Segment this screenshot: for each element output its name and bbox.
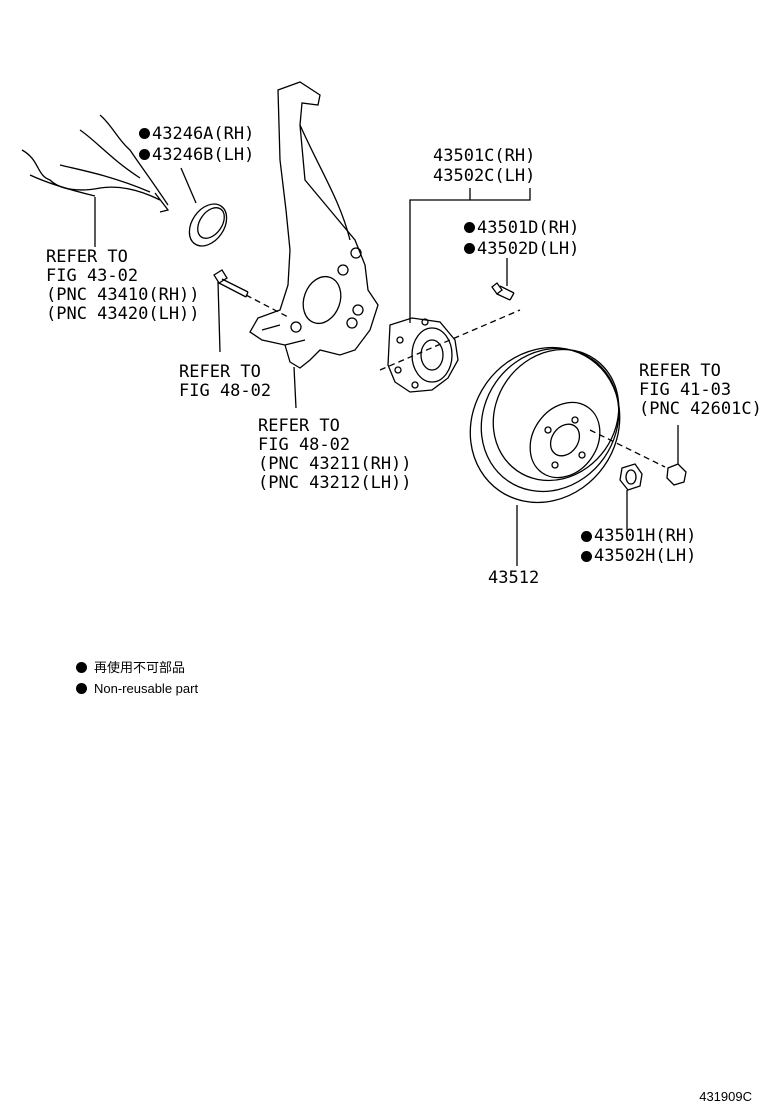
non-reusable-mark <box>581 551 592 562</box>
bolt-ref-line2: FIG 48-02 <box>179 381 272 401</box>
nut-ref-line1: REFER TO <box>639 361 721 381</box>
disc-rotor <box>440 318 650 532</box>
legend-en: Non-reusable part <box>94 681 199 696</box>
shaft-ref-line3: (PNC 43410(RH)) <box>46 285 200 305</box>
seal-lh-label: 43246B(LH) <box>152 145 255 165</box>
hub-rh-label: 43501C(RH) <box>433 146 536 166</box>
non-reusable-mark <box>464 243 475 254</box>
seal-leader <box>181 168 196 203</box>
knuckle-ref-line3: (PNC 43211(RH)) <box>258 454 412 474</box>
shaft-ref-line1: REFER TO <box>46 247 128 267</box>
axle-hub-bearing <box>388 318 458 392</box>
diagram-id: 431909C <box>699 1089 752 1104</box>
legend-jp: 再使用不可部品 <box>94 660 186 675</box>
bolt-leader <box>218 282 220 352</box>
nut-ref-line2: FIG 41-03 <box>639 380 732 400</box>
nut-ref-line3: (PNC 42601C) <box>639 399 760 419</box>
bolt-axis <box>246 295 290 318</box>
hub-bolt-rh-label: 43501D(RH) <box>477 218 580 238</box>
hub-bolt <box>492 283 514 300</box>
knuckle-ref-line1: REFER TO <box>258 416 340 436</box>
drive-shaft-part <box>22 115 168 212</box>
hub-lh-label: 43502C(LH) <box>433 166 536 186</box>
knuckle-leader <box>294 367 296 408</box>
knuckle-bolt <box>214 270 248 297</box>
shaft-ref-line2: FIG 43-02 <box>46 266 139 286</box>
non-reusable-mark <box>581 531 592 542</box>
nut-lh-label: 43502H(LH) <box>594 546 697 566</box>
oil-seal-ring <box>182 197 235 253</box>
wheel-nut <box>667 464 686 485</box>
hub-bolt-lh-label: 43502D(LH) <box>477 239 580 259</box>
non-reusable-mark <box>139 128 150 139</box>
knuckle-ref-line2: FIG 48-02 <box>258 435 351 455</box>
shaft-ref-line4: (PNC 43420(LH)) <box>46 304 200 324</box>
hub-nut <box>620 464 642 490</box>
legend-dot-icon <box>76 662 87 673</box>
disc-axis <box>590 430 665 467</box>
non-reusable-mark <box>464 222 475 233</box>
nut-rh-label: 43501H(RH) <box>594 526 697 546</box>
seal-rh-label: 43246A(RH) <box>152 124 255 144</box>
knuckle-ref-line4: (PNC 43212(LH)) <box>258 473 412 493</box>
bolt-ref-line1: REFER TO <box>179 362 261 382</box>
steering-knuckle <box>250 82 378 368</box>
non-reusable-mark <box>139 149 150 160</box>
legend-dot-icon <box>76 683 87 694</box>
disc-label: 43512 <box>488 568 540 588</box>
hub-axis <box>380 310 520 370</box>
